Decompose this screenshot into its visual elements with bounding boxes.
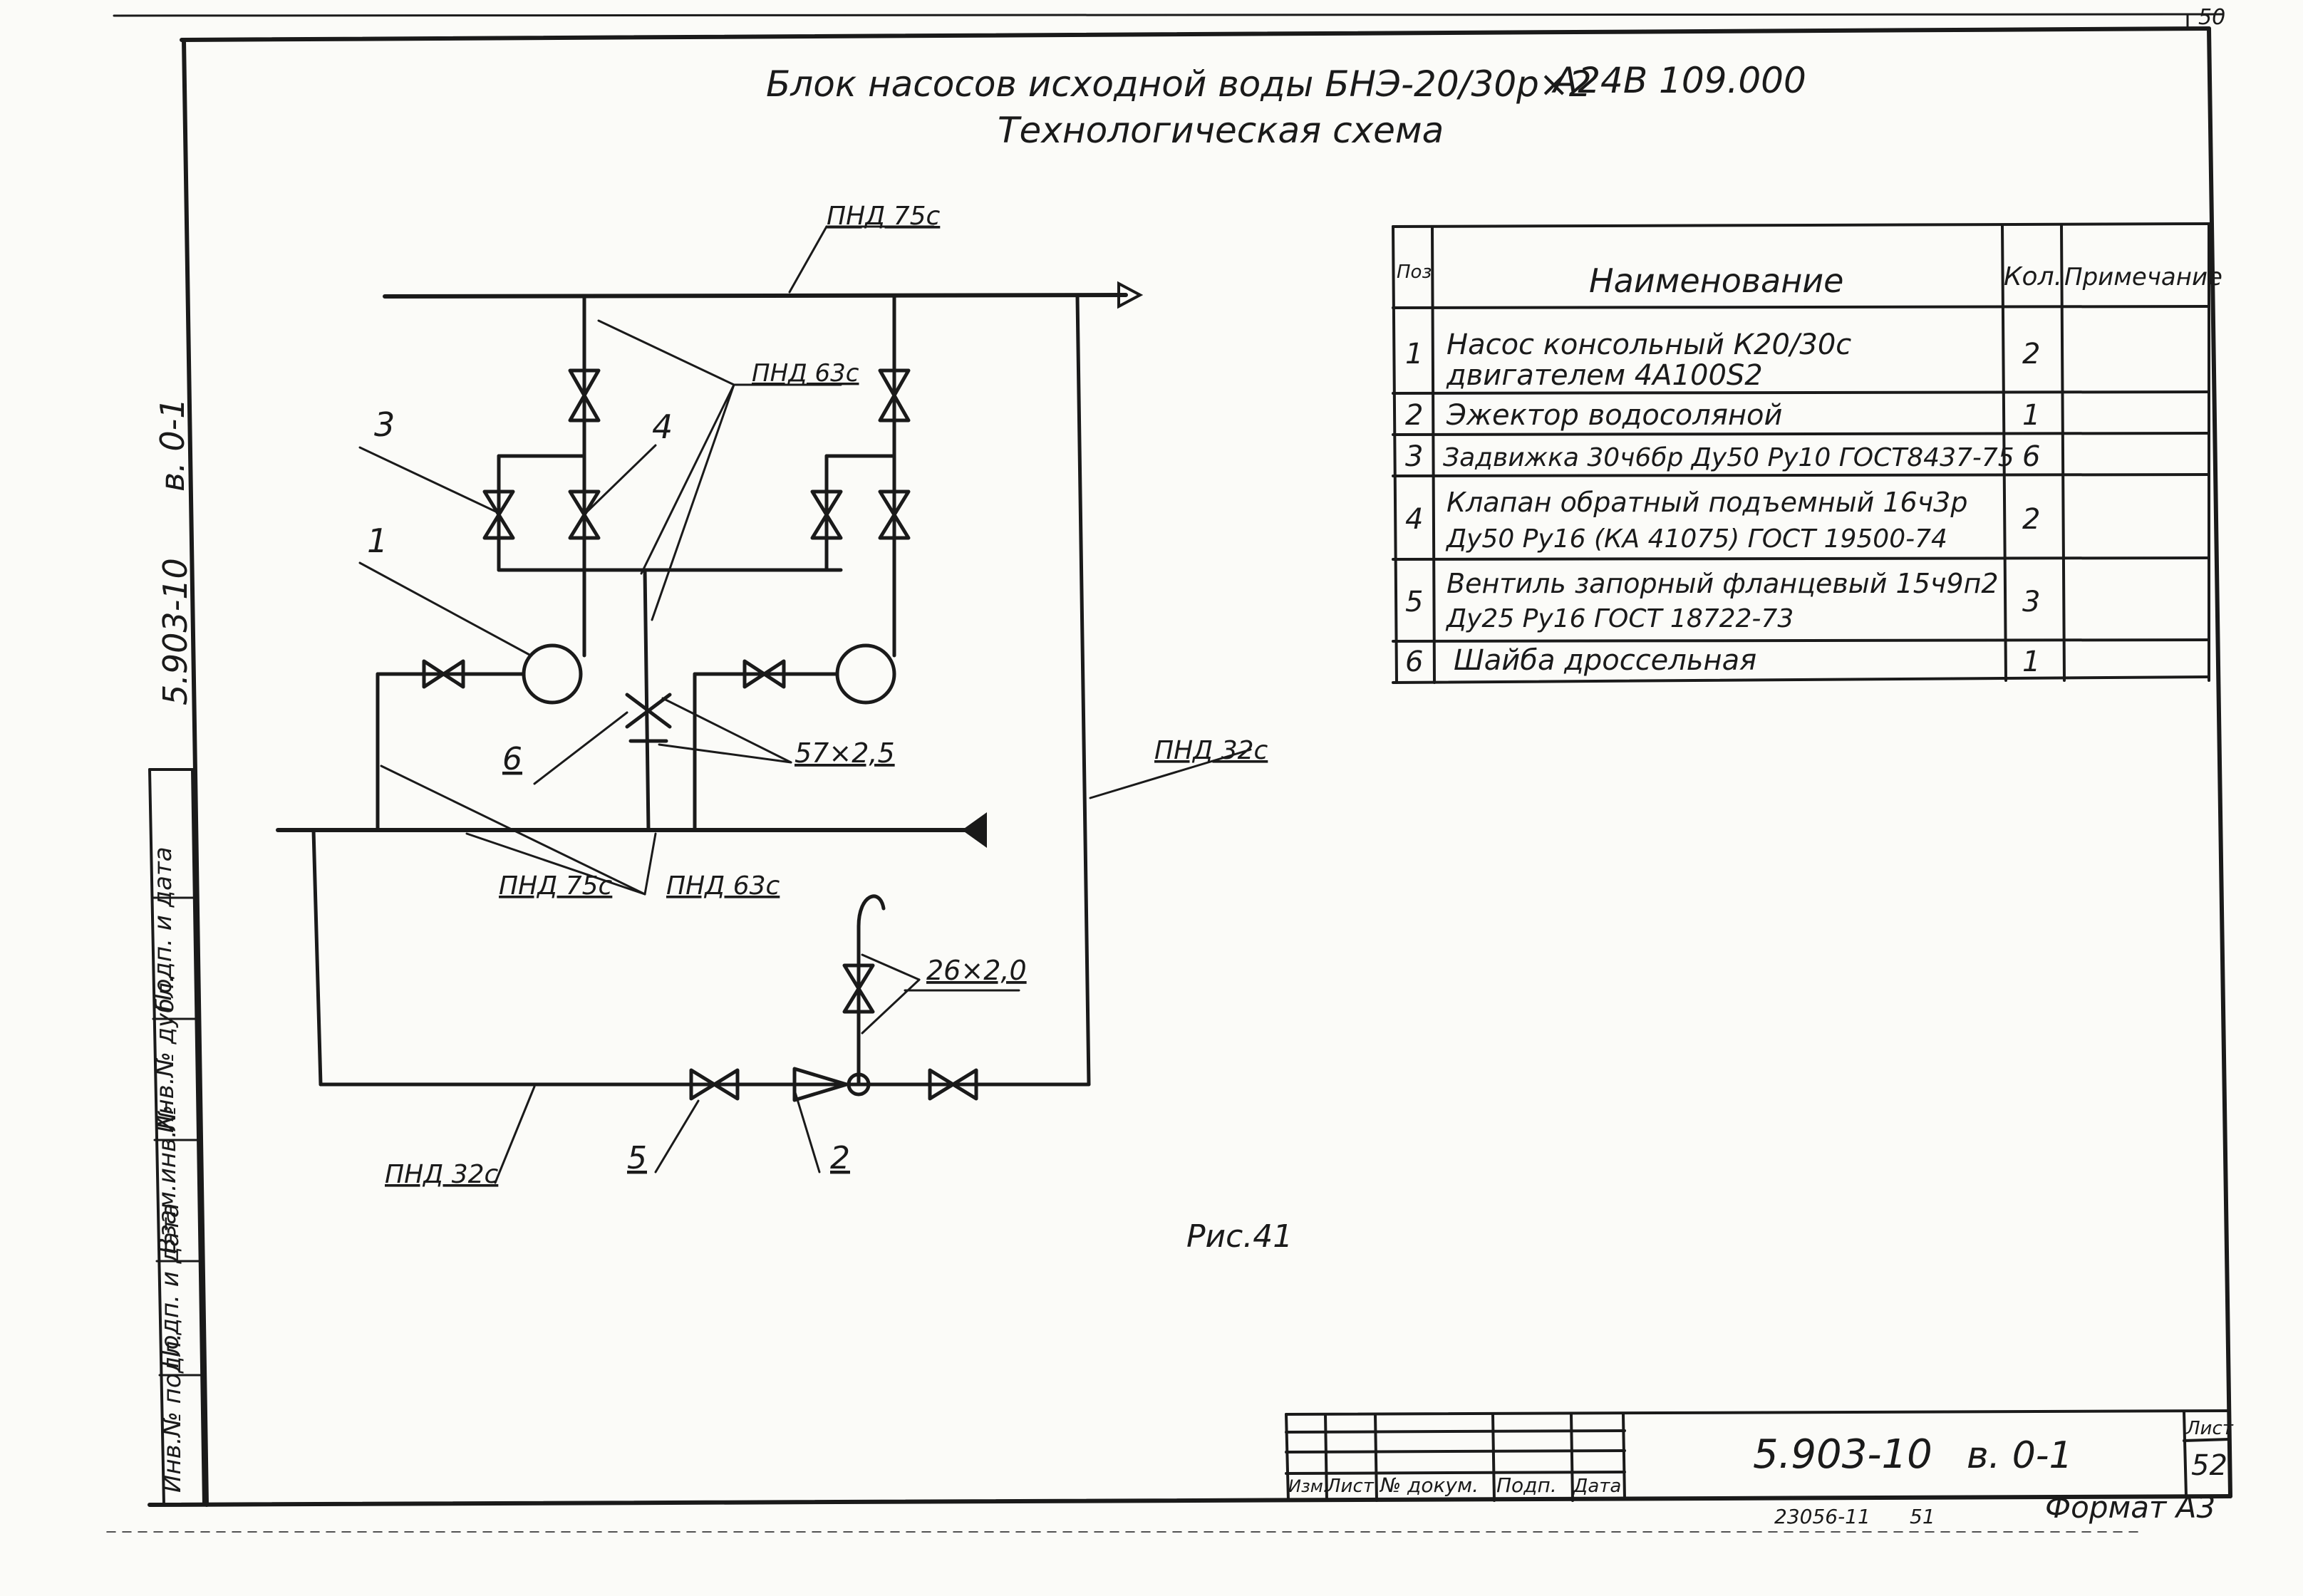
side-cell-vzam: Взам.инв.№	[153, 1105, 182, 1254]
table-cell-name2: двигателем 4А100S2	[1446, 359, 1763, 392]
table-header-pos: Поз	[1397, 261, 1432, 283]
label-pipe-75-bottom: ПНД 75с	[499, 871, 613, 901]
table-cell-name: Вентиль запорный фланцевый 15ч9п2	[1447, 568, 1999, 599]
ejector-nozzle	[847, 1072, 871, 1097]
leader-lines	[358, 225, 1252, 1184]
pos-2: 2	[830, 1140, 850, 1176]
stamp-col-date: Дата	[1573, 1476, 1621, 1497]
pos-5: 5	[627, 1140, 647, 1176]
side-cell-dubl: Инв.№ дубл.	[151, 975, 180, 1133]
stamp-format: Формат А3	[2045, 1490, 2215, 1525]
side-stamp	[148, 768, 205, 1506]
table-row: 4 Клапан обратный подъемный 16ч3р Ду50 Р…	[1405, 487, 2040, 554]
label-pipe-26: 26×2,0	[926, 955, 1027, 986]
side-cell-sign2: Подп. и дата	[149, 846, 177, 1012]
table-header-name: Наименование	[1589, 261, 1843, 300]
table-header-qty: Кол.	[2004, 262, 2062, 291]
stamp-copy-number: 51	[1910, 1505, 1935, 1528]
outlet-arrow-top	[1117, 281, 1144, 309]
label-pipe-32-bottom: ПНД 32с	[385, 1160, 499, 1189]
title-block-grid	[1285, 1409, 2230, 1502]
table-cell-name: Задвижка 30ч6бр Ду50 Ру10 ГОСТ8437-75	[1443, 443, 2014, 472]
table-cell-qty: 6	[2022, 440, 2040, 473]
sheet-frame	[106, 13, 2232, 1533]
stamp-sheet-number: 52	[2191, 1449, 2227, 1482]
stamp-sheet-label: Лист	[2185, 1418, 2234, 1439]
table-cell-pos: 6	[1405, 646, 1423, 678]
table-cell-pos: 1	[1405, 338, 1423, 370]
valve-symbols	[422, 368, 978, 1101]
side-volume: в. 0-1	[153, 398, 192, 492]
stamp-doc-code: 5.903-10	[1753, 1431, 1932, 1478]
table-cell-qty: 2	[2022, 338, 2040, 370]
table-cell-pos: 3	[1405, 440, 1423, 473]
stamp-col-izm: Изм.	[1288, 1476, 1328, 1496]
table-cell-name: Шайба дроссельная	[1454, 644, 1756, 677]
spec-table-grid	[1392, 222, 2210, 684]
figure-caption: Рис.41	[1186, 1218, 1293, 1255]
table-cell-qty: 3	[2022, 586, 2040, 618]
table-row: 6 Шайба дроссельная 1	[1405, 644, 2040, 678]
stamp-col-sign: Подп.	[1496, 1473, 1557, 1497]
label-pipe-63-bottom: ПНД 63с	[666, 871, 780, 901]
title-line1: Блок насосов исходной воды БНЭ-20/30р×2	[766, 63, 1592, 105]
pump-1-left	[522, 643, 583, 705]
pump-1-right	[835, 643, 896, 705]
table-row: 1 Насос консольный К20/30с двигателем 4А…	[1405, 328, 2040, 392]
corner-number: 50	[2198, 5, 2225, 30]
label-pipe-63-top: ПНД 63с	[752, 359, 859, 388]
table-cell-name: Клапан обратный подъемный 16ч3р	[1447, 487, 1967, 518]
pos-1: 1	[367, 522, 388, 560]
table-cell-pos: 5	[1405, 586, 1423, 618]
pos-6: 6	[502, 741, 522, 777]
table-cell-name2: Ду25 Ру16 ГОСТ 18722-73	[1445, 604, 1794, 633]
stamp-col-doc: № докум.	[1379, 1473, 1479, 1497]
stamp-volume: в. 0-1	[1967, 1434, 2073, 1477]
process-scheme	[276, 225, 1252, 1184]
table-cell-name: Эжектор водосоляной	[1446, 399, 1783, 432]
table-cell-qty: 2	[2022, 503, 2040, 536]
title-line2: Технологическая схема	[998, 110, 1444, 151]
side-cell-sign1: Подп. и дата	[156, 1203, 185, 1368]
table-cell-qty: 1	[2022, 646, 2040, 678]
ejector-2	[792, 1067, 849, 1102]
side-doc-code: 5.903-10	[156, 558, 195, 705]
side-cell-inv: Инв.№ подл.	[158, 1333, 187, 1493]
table-row: 2 Эжектор водосоляной 1	[1405, 399, 2040, 432]
inlet-arrow-bottom	[962, 812, 987, 848]
label-pipe-right: ПНД 32с	[1154, 736, 1268, 765]
ejector-intake-hook	[856, 894, 886, 928]
table-cell-pos: 2	[1405, 399, 1423, 432]
title-code: А24В 109.000	[1551, 60, 1806, 101]
table-cell-name: Насос консольный К20/30с	[1447, 328, 1851, 361]
table-header-note: Примечание	[2064, 263, 2222, 291]
stamp-order-number: 23056-11	[1774, 1505, 1870, 1528]
label-pipe-top: ПНД 75с	[827, 202, 941, 231]
table-cell-qty: 1	[2022, 399, 2040, 432]
table-row: 5 Вентиль запорный фланцевый 15ч9п2 Ду25…	[1405, 568, 2040, 633]
table-row: 3 Задвижка 30ч6бр Ду50 Ру10 ГОСТ8437-75 …	[1405, 440, 2040, 473]
label-pipe-57: 57×2,5	[795, 737, 895, 769]
pos-3: 3	[374, 405, 395, 444]
stamp-col-list: Лист	[1326, 1476, 1375, 1497]
table-cell-name2: Ду50 Ру16 (КА 41075) ГОСТ 19500-74	[1445, 524, 1947, 554]
pos-4: 4	[652, 408, 673, 446]
table-cell-pos: 4	[1405, 503, 1423, 536]
